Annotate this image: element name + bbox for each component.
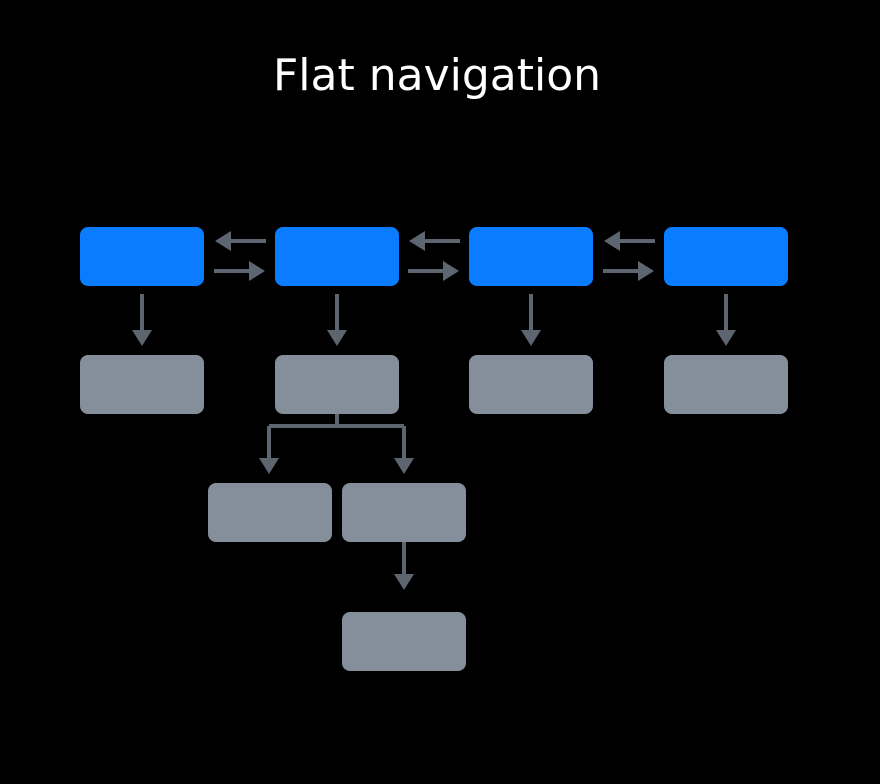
right-arrow: [408, 261, 459, 281]
top-level-box-2: [275, 227, 399, 286]
down-arrow: [132, 294, 152, 346]
down-arrows: [132, 294, 736, 346]
child-box-3: [469, 355, 593, 414]
left-arrow: [409, 231, 460, 251]
down-arrow: [716, 294, 736, 346]
top-level-box-1: [80, 227, 204, 286]
grandchild-box-1: [208, 483, 332, 542]
right-arrow: [214, 261, 265, 281]
down-arrow: [394, 542, 414, 590]
left-arrow: [604, 231, 655, 251]
page-title: Flat navigation: [272, 50, 602, 101]
down-arrow: [521, 294, 541, 346]
top-level-box-4: [664, 227, 788, 286]
child-box-4: [664, 355, 788, 414]
right-arrow: [603, 261, 654, 281]
child-box-1: [80, 355, 204, 414]
top-level-box-3: [469, 227, 593, 286]
branch-connector: [259, 414, 414, 474]
left-arrow: [215, 231, 266, 251]
lateral-arrows: [214, 231, 655, 281]
child-box-2: [275, 355, 399, 414]
great-grandchild-box: [342, 612, 466, 671]
down-arrow: [327, 294, 347, 346]
grandchild-box-2: [342, 483, 466, 542]
